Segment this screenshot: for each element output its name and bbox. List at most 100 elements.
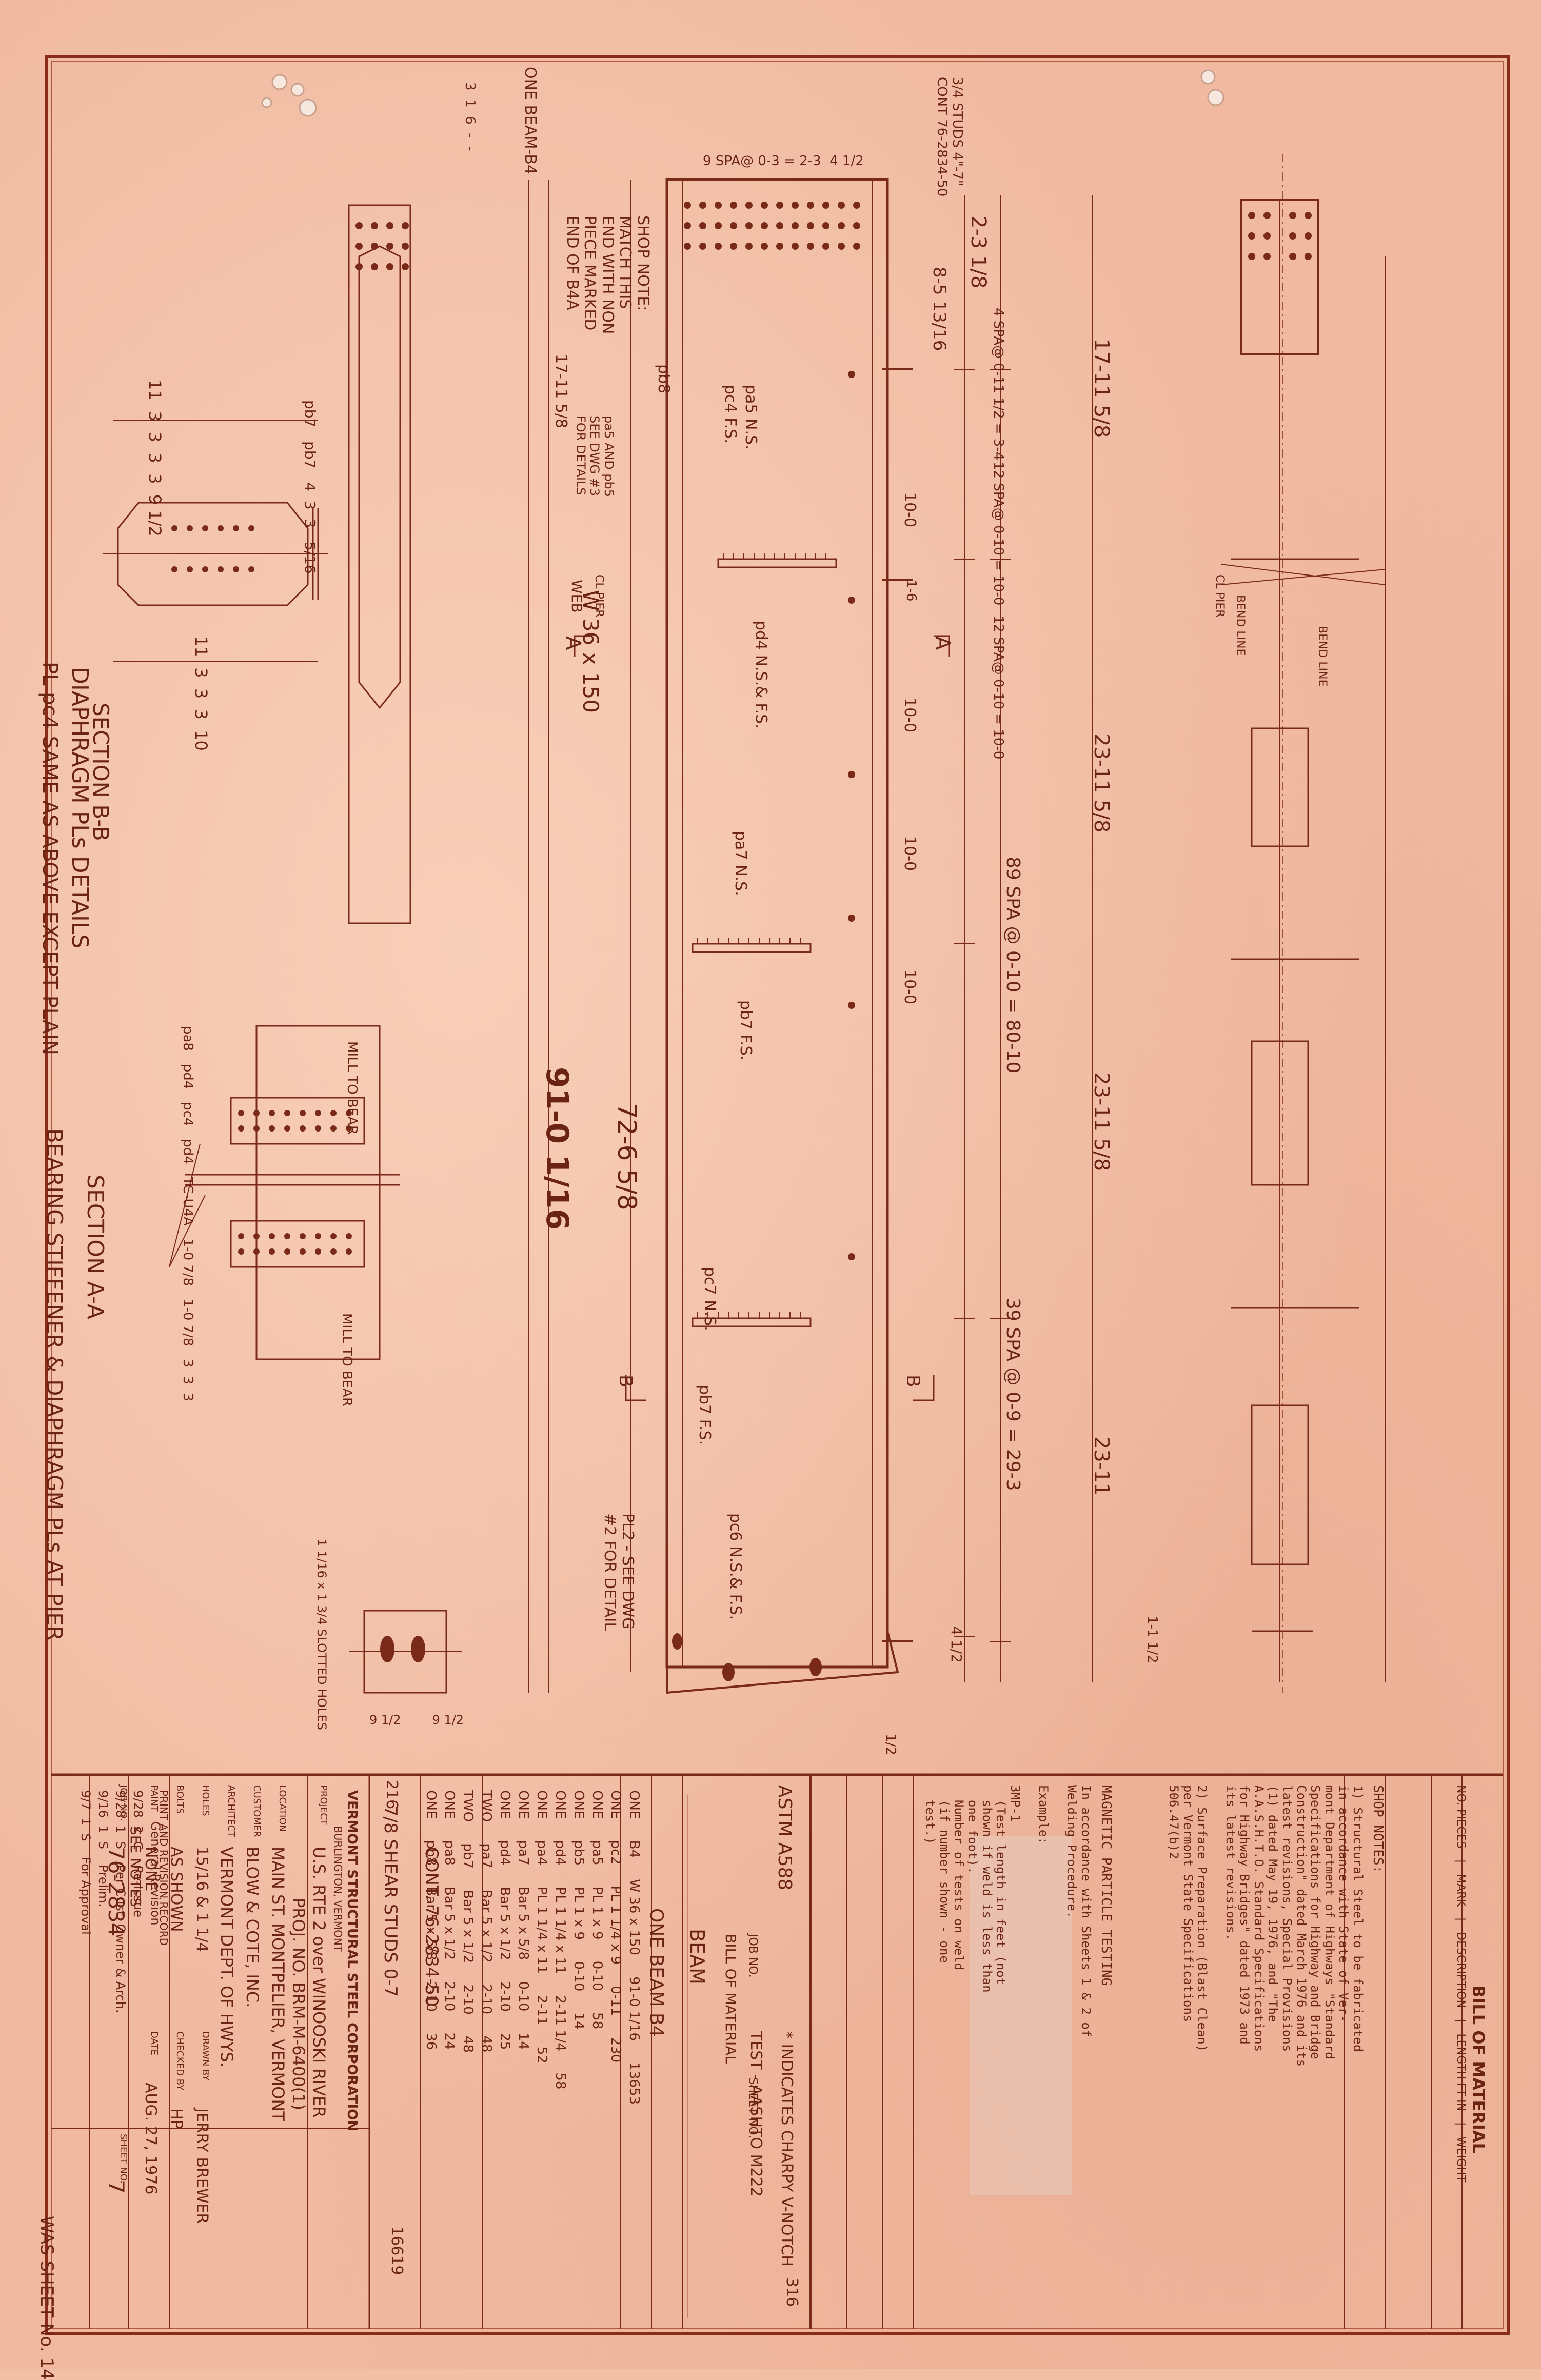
dim-10-0-a: 10-0 [901,492,919,528]
tb-was-sheet: WAS SHEET No. 14 [36,2216,57,2380]
label-web: WEB [568,580,585,613]
revision-row: 9/16 1 S Prelim. [96,1790,110,1907]
bom-row: TWO pa7 Bar 5 x 1/2 2-10 48 [479,1790,494,2053]
section-aa-marks: pa8 pd4 pc4 pd4 TC-U4A 1-0 7/8 1-0 7/8 3… [180,1026,195,1402]
lower-studs: 7/8 SHEAR STUDS 0-7 [380,1806,401,1997]
lower-bom-title: BILL OF MATERIAL [722,1934,739,2064]
bom-row: ONE pb5 PL 1 x 9 0-10 14 [571,1790,586,2030]
tb-holes-label: HOLES [200,1785,211,1816]
end-dim-2: 4 1/2 [948,1626,965,1663]
tb-customer-label: CUSTOMER [251,1785,262,1837]
lower-sub: ONE BEAM B4 [646,1908,667,2037]
spacing-dim-1: 4 SPA@ 0-11 1/2 = 3-4 [991,308,1006,461]
top-flange-plan [1092,154,1386,1693]
tb-architect-label: ARCHITECT [226,1785,236,1837]
dim-8-5: 8-5 13/16 [929,267,950,351]
dim-1-6: 1-6 [903,580,919,602]
label-see-dwg3: pa5 AND pb5 SEE DWG #3 FOR DETAILS [573,415,616,498]
bom-shop-notes-title: SHOP NOTES: [1370,1785,1386,1874]
tb-company-sub: BURLINGTON, VERMONT [332,1826,344,1952]
lower-charpy: * INDICATES CHARPY V-NOTCH [778,2031,796,2267]
punch-holes [261,69,1224,117]
label-pc6: pc6 N.S.& F.S. [726,1513,744,1620]
lower-total: 16619 [388,2226,406,2275]
tb-company: VERMONT STRUCTURAL STEEL CORPORATION [344,1790,360,2132]
section-aa-note-2: MILL TO BEAR [339,1313,354,1407]
section-bb-note: PL pc4 SAME AS ABOVE EXCEPT PLAIN [38,662,62,1056]
tb-proj-no: PROJ. NO. BRM-M-6400(1) [289,1898,308,2110]
spacing-dim-4: 89 SPA @ 0-10 = 80-10 [1002,857,1023,1074]
section-aa-note-1: MILL TO BEAR [344,1041,360,1135]
dim-10-0-c: 10-0 [901,836,919,871]
section-cut-b-2: B [902,1375,923,1387]
bom-row: TWO pb7 Bar 5 x 1/2 2-10 48 [460,1790,476,2053]
section-bb-drawing [103,204,411,924]
section-aa-subtitle: BEARING STIFFENER & DIAPHRAGM PLs AT PIE… [42,1128,67,1641]
end-slotted-detail [349,1610,462,1694]
tb-project-label: PROJECT [318,1785,329,1825]
bom-row: ONE pa4 PL 1 1/4 x 11 2-11 52 [534,1790,549,2064]
bom-shop-notes: 1) Structural Steel to be fabricated in … [1167,1785,1365,2067]
bom-row: ONE pa7 Bar 5 x 5/8 0-10 14 [516,1790,531,2050]
bom-row: ONE pd4 PL 1 1/4 x 11 2-11 1/4 58 [552,1790,568,2090]
revision-row: General Revision [148,1790,163,1926]
lower-astm: ASTM A588 [774,1785,795,1891]
section-bb-subtitle: DIAPHRAGM PLs DETAILS [67,667,93,949]
beam-mark-label: ONE BEAM-B4 [521,67,539,174]
bom-header: BILL OF MATERIAL [1469,1985,1488,2153]
spacing-dim-5: 39 SPA @ 0-9 = 29-3 [1002,1298,1023,1491]
label-cl-1: CL PIER [1213,574,1226,618]
tb-sheet: 7 [104,2180,129,2194]
end-detail-note: 1 1/16 x 1 3/4 SLOTTED HOLES [314,1539,329,1730]
lower-cont: CONT. 76-2834-50 [421,1847,442,2007]
tb-checked: HP [167,2108,185,2129]
bom-mpt-title: MAGNETIC PARTICLE TESTING [1098,1785,1114,1986]
label-pd4: pd4 N.S.& F.S. [752,621,770,729]
label-pa5: pa5 N.S. [742,385,760,450]
flange-dim-1: 17-11 5/8 [1090,339,1113,438]
tb-sheet-label: SHEET NO. [118,2134,129,2184]
lower-sheet-no: SHEET NO. [746,2077,759,2138]
lower-job-no: JOB NO. [746,1934,759,1978]
lower-studs-qty: 216 [383,1780,401,1810]
web-holes [848,371,855,1260]
tb-bolts-label: BOLTS [174,1785,185,1814]
flange-dim-3: 23-11 5/8 [1090,1072,1113,1172]
bom-row: ONE pd4 Bar 5 x 1/2 2-10 25 [497,1790,512,2050]
end-dim-1: 1-1 1/2 [1144,1616,1160,1663]
label-cl-2: CL PIER [592,574,605,618]
bom-mpt-lines: In accordance with Sheets 1 & 2 of Weldi… [923,1785,1093,2037]
label-bend-1: BEND LINE [1234,595,1247,656]
sheet-border [45,55,1510,2335]
label-pc7: pc7 N.S. [701,1267,719,1331]
tb-drawn-label: DRAWN BY [200,2031,211,2081]
tb-drawn: JERRY BREWER [193,2108,211,2224]
dimension-lines [528,180,1011,1693]
tb-location-label: LOCATION [277,1785,288,1832]
section-cut-a-2: A [931,636,954,650]
label-pl2: PL2 - SEE DWG #2 FOR DETAIL [601,1513,637,1631]
section-bb-marks: pb7 pb7 4 3 3 5/16 [302,400,319,574]
section-bb-dims-top: 11 3 3 3 3 9 1/2 [145,380,165,537]
stud-note: 3/4 STUDS 4"-7" CONT 76-2834-50 [934,77,965,197]
small-table: 3 1 6 - - [462,82,478,151]
tb-checked-label: CHECKED BY [174,2031,185,2091]
bom-frame [51,1773,1503,2329]
section-aa-title: SECTION A-A [82,1175,108,1319]
revision-row: 9/28 2 C Re-Issue [131,1790,145,1918]
revision-row: 9/7 1 S For Approval [78,1790,93,1935]
label-pb8: pb8 [655,364,673,394]
beam-length-3: 17-11 5/8 [552,354,570,428]
section-cut-b-1: B [615,1375,636,1387]
tb-project: U.S. RTE 2 over WINOOSKI RIVER [309,1847,329,2118]
section-aa-drawing [169,1025,400,1360]
label-pc4: pc4 F.S. [721,385,739,444]
lower-item: BEAM [686,1929,708,1985]
beam-elevation [574,178,950,1694]
label-pb7: pb7 F.S. [737,1000,755,1061]
tb-architect: VERMONT DEPT. OF HWYS. [217,1847,236,2068]
flange-dim-2: 23-11 5/8 [1090,733,1113,833]
bom-row: ONE B4 W 36 x 150 91-0 1/16 13653 [626,1790,642,2105]
